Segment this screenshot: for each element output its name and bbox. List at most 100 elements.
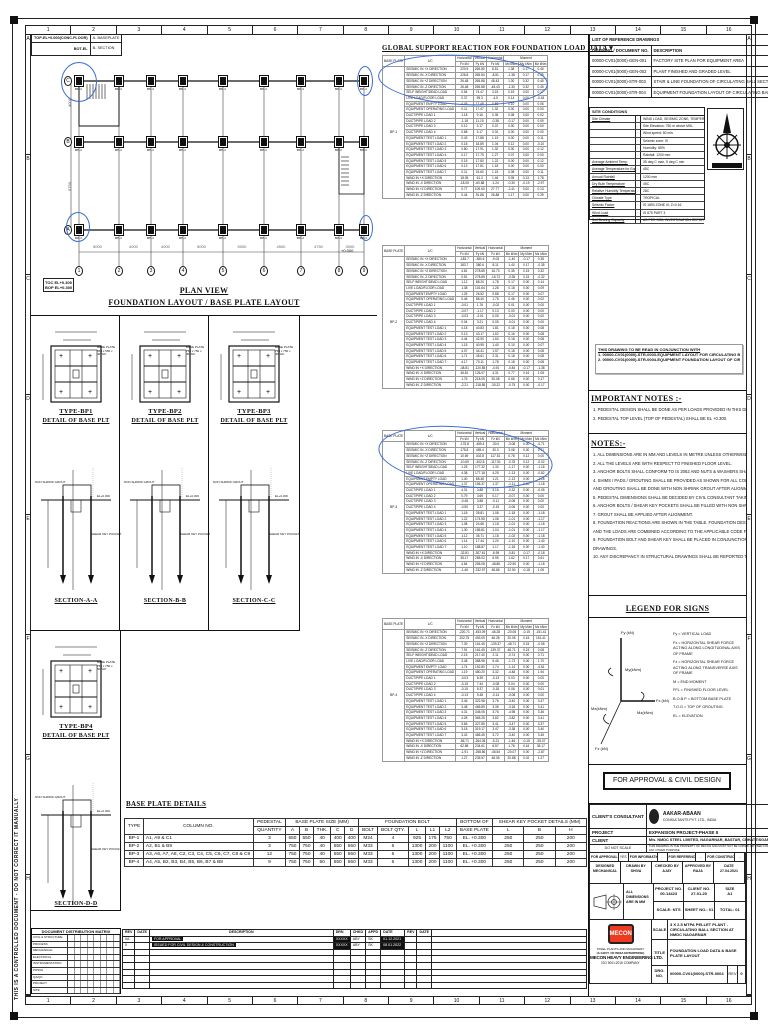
drawing-number: 00000-CV01(0000)-STR-0004 — [668, 966, 728, 983]
site-condition-row: :Wind speed: 50 m/s — [590, 130, 704, 138]
grout-label: NON SHRINK GROUT — [213, 480, 244, 484]
ruler-mark: E — [747, 515, 751, 635]
column-tag: BP-4 — [115, 148, 122, 152]
ruler-mark: G — [26, 755, 30, 875]
column-base-plate — [334, 136, 344, 148]
plan-view-title: PLAN VIEW — [179, 286, 229, 295]
note-item: 1. ALL DIMENSIONS ARE IN MM AND LEVELS I… — [593, 452, 746, 457]
ruler-mark: H — [26, 875, 30, 995]
column-base-plate — [74, 224, 84, 236]
column-tag: BP-4 — [219, 236, 226, 240]
shear-key-pocket-label: SHEAR KEY POCKET — [91, 847, 122, 851]
column-tag: BP-4 — [335, 236, 342, 240]
legend-item: Fx = HORIZONTAL SHEAR FORCE ACTING ALONG… — [673, 640, 740, 656]
column-base-plate — [359, 224, 369, 236]
legend-item: B.O.B.P = BOTTOM BASE PLATE — [673, 696, 732, 701]
stair-level: +0.000 — [341, 248, 354, 253]
site-condition-row: Average Temperature for Equipment:45C — [590, 166, 704, 174]
ruler-mark: 16 — [726, 998, 732, 1004]
column-tag: BP-4 — [115, 87, 122, 91]
base-plate-detail-drawing: ++++ — [219, 331, 289, 590]
column-base-plate — [359, 136, 369, 148]
column-base-plate — [359, 75, 369, 87]
column-base-plate — [296, 136, 306, 148]
column-tag: BP-4 — [147, 236, 154, 240]
base-plate-details-table: TYPE COLUMN NO. PEDESTAL BASE PLATE SIZE… — [124, 818, 588, 867]
column-base-plate — [296, 75, 306, 87]
matrix-row: QA/QC — [32, 974, 120, 982]
base-plate-note: BASE PLATE 750 x 750 x 40THK — [275, 345, 294, 357]
column-base-plate — [74, 136, 84, 148]
svg-text:+: + — [88, 704, 92, 711]
grid-bubble-column: 8 — [335, 266, 343, 276]
ruler-mark: 12 — [525, 997, 571, 1004]
legend-box: Fy (kN) My(kNm) Fx (kN) Mx(kNm) Mz(kNm) … — [589, 620, 746, 765]
svg-text:+: + — [148, 353, 152, 360]
column-tag: BP-4 — [147, 87, 154, 91]
column-tag: BP-4 — [179, 87, 186, 91]
ruler-mark: 15 — [661, 26, 707, 34]
base-plate-detail-drawing: ++++ — [41, 331, 111, 590]
ruler-mark: F — [747, 635, 751, 755]
ruler-mark: 3 — [117, 26, 163, 34]
ruler-mark: 11 — [480, 26, 526, 34]
site-conditions-box: SITE CONDITIONS Site Climate:WIND LOAD, … — [589, 107, 705, 225]
column-tag: BP-4 — [260, 87, 267, 91]
dimension-label: 4000 — [161, 244, 170, 249]
ruler-mark: 5 — [208, 26, 253, 34]
detail-type-label: TYPE-BP2 — [148, 408, 182, 415]
column-tag: BP-4 — [179, 148, 186, 152]
matrix-row: MECHANICAL — [32, 948, 120, 955]
site-condition-row: Annual Rainfall:1200 mm — [590, 173, 704, 181]
grid-bubble-row: B — [64, 137, 72, 147]
column-base-plate — [114, 224, 124, 236]
ruler-mark: C — [747, 275, 751, 395]
column-base-plate — [114, 136, 124, 148]
ruler-mark: 15 — [661, 997, 707, 1004]
column-base-plate — [296, 224, 306, 236]
column-tag: BP-4 — [297, 236, 304, 240]
review-markup-circle — [66, 212, 90, 242]
column-base-plate — [218, 75, 228, 87]
svg-text:+: + — [59, 389, 63, 396]
base-plate-details-title: BASE PLATE DETAILS — [126, 800, 207, 808]
bp4-details-panel — [31, 631, 121, 911]
base-plate-note: BASE PLATE 750 x 750 x 40THK — [186, 345, 205, 357]
reaction-row: WIND IN -X DIRECTION-18.05-60.88-1.24-0.… — [383, 180, 549, 188]
legend-item: T.O.G = TOP OF GROUTING — [673, 705, 723, 709]
read-in-conjunction-note: THIS DRAWING TO BE READ IN CONJUNCTION W… — [595, 344, 743, 374]
ruler-mark: 11 — [480, 997, 526, 1004]
column-tag: BP-4 — [75, 148, 82, 152]
site-condition-row: Average Ambient Temp.:35 deg C max, 5 de… — [590, 159, 704, 167]
column-tag: BP-4 — [360, 148, 367, 152]
